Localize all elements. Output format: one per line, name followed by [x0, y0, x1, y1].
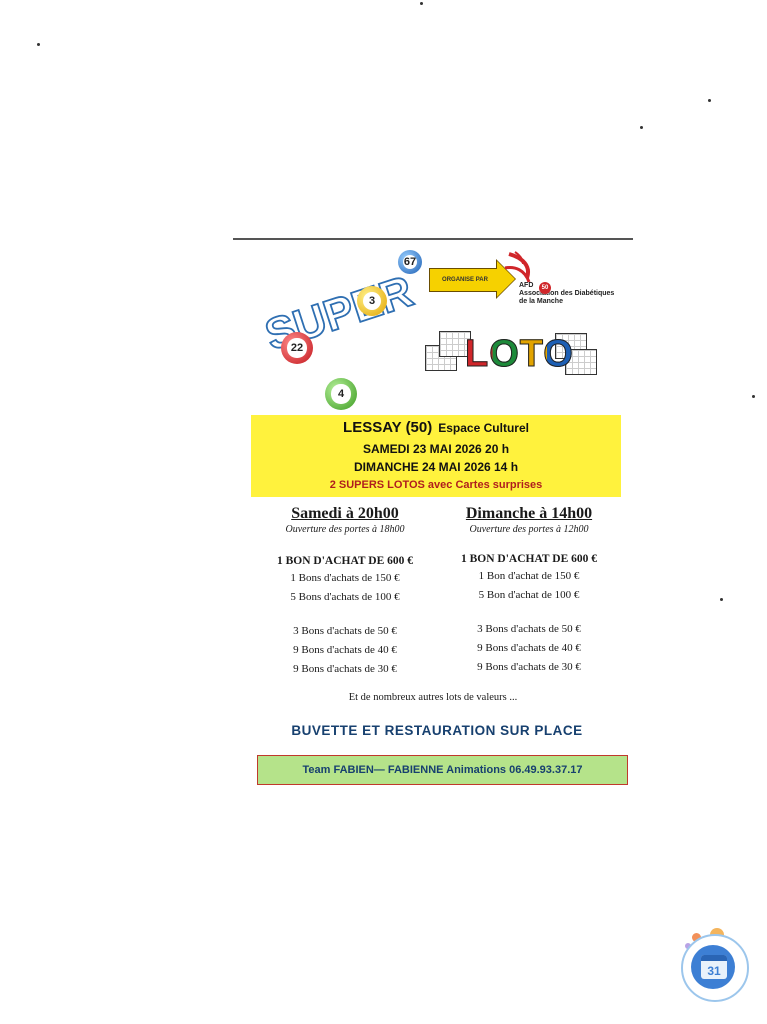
super-logo-text: SUPER	[263, 268, 420, 361]
saturday-main-prize: 1 BON D'ACHAT DE 600 €	[277, 555, 413, 567]
afd-line1: Association des Diabétiques	[519, 290, 615, 297]
calendar-header-bar	[701, 955, 727, 961]
event-venue: Espace Culturel	[438, 421, 529, 435]
loto-graphic: LOTO	[425, 323, 597, 383]
prize-item: 9 Bons d'achats de 40 €	[293, 644, 397, 656]
sunday-title: Dimanche à 14h00	[465, 505, 593, 522]
afd-association-text: AFD Association des Diabétiques de la Ma…	[519, 282, 614, 306]
event-info-block: LESSAY (50) Espace Culturel SAMEDI 23 MAI…	[251, 415, 621, 497]
arrow-head-icon	[497, 261, 515, 297]
team-contact-banner: Team FABIEN— FABIENNE Animations 06.49.9…	[257, 755, 628, 785]
prize-item: 5 Bon d'achat de 100 €	[478, 589, 580, 601]
event-tagline: 2 SUPERS LOTOS avec Cartes surprises	[329, 479, 543, 491]
prize-item: 1 Bon d'achat de 150 €	[478, 570, 580, 582]
prize-item: 9 Bons d'achats de 30 €	[477, 661, 581, 673]
scan-edge-line	[233, 238, 633, 240]
afd-label: AFD	[519, 282, 534, 289]
prize-item: 9 Bons d'achats de 30 €	[293, 663, 397, 675]
organise-par-label: ORGANISE PAR	[429, 268, 501, 292]
loto-title: LOTO	[465, 333, 574, 376]
ball-number: 4	[331, 384, 351, 404]
bingo-card-icon	[439, 331, 471, 357]
sunday-prizes: Dimanche à 14h00 Ouverture des portes à …	[439, 505, 619, 677]
bingo-card-icon	[565, 349, 597, 375]
sunday-main-prize: 1 BON D'ACHAT DE 600 €	[461, 553, 597, 565]
saturday-doors: Ouverture des portes à 18h00	[285, 524, 405, 535]
lotto-ball-icon: 67	[398, 250, 422, 274]
scan-speck	[640, 126, 643, 129]
saturday-title: Samedi à 20h00	[291, 505, 399, 522]
event-location: LESSAY (50) Espace Culturel	[251, 419, 621, 436]
event-place: LESSAY (50)	[343, 419, 433, 436]
prize-item: 1 Bons d'achats de 150 €	[290, 572, 400, 584]
scan-speck	[420, 2, 423, 5]
prize-item: 9 Bons d'achats de 40 €	[477, 642, 581, 654]
loto-text: LOTO	[465, 333, 574, 376]
ball-number: 22	[287, 338, 307, 358]
afd-logo-icon	[504, 251, 531, 283]
lotto-ball-icon: 4	[325, 378, 357, 410]
decor-dot	[692, 933, 701, 942]
lotto-ball-icon: 22	[281, 332, 313, 364]
scan-speck	[752, 395, 755, 398]
afd-line2: de la Manche	[519, 298, 563, 305]
afd-number-badge: 50	[539, 282, 551, 294]
team-contact-text: Team FABIEN— FABIENNE Animations 06.49.9…	[302, 764, 583, 776]
scan-speck	[720, 598, 723, 601]
sunday-doors: Ouverture des portes à 12h00	[469, 524, 589, 535]
ball-number: 67	[402, 254, 418, 270]
buvette-banner: BUVETTE ET RESTAURATION SUR PLACE	[291, 723, 583, 738]
event-date-sunday: DIMANCHE 24 MAI 2026 14 h	[353, 460, 519, 474]
prize-item: 5 Bons d'achats de 100 €	[290, 591, 400, 603]
scan-speck	[37, 43, 40, 46]
other-lots-text: Et de nombreux autres lots de valeurs ..…	[348, 692, 518, 703]
scan-speck	[708, 99, 711, 102]
prize-item: 3 Bons d'achats de 50 €	[293, 625, 397, 637]
ball-number: 3	[363, 292, 381, 310]
saturday-prizes: Samedi à 20h00 Ouverture des portes à 18…	[255, 505, 435, 679]
loto-flyer: SUPER 67 3 22 4 ORGANISE PAR AFD Associa…	[233, 238, 633, 793]
lotto-ball-icon: 3	[357, 286, 387, 316]
event-date-saturday: SAMEDI 23 MAI 2026 20 h	[362, 442, 510, 456]
prize-item: 3 Bons d'achats de 50 €	[477, 623, 581, 635]
